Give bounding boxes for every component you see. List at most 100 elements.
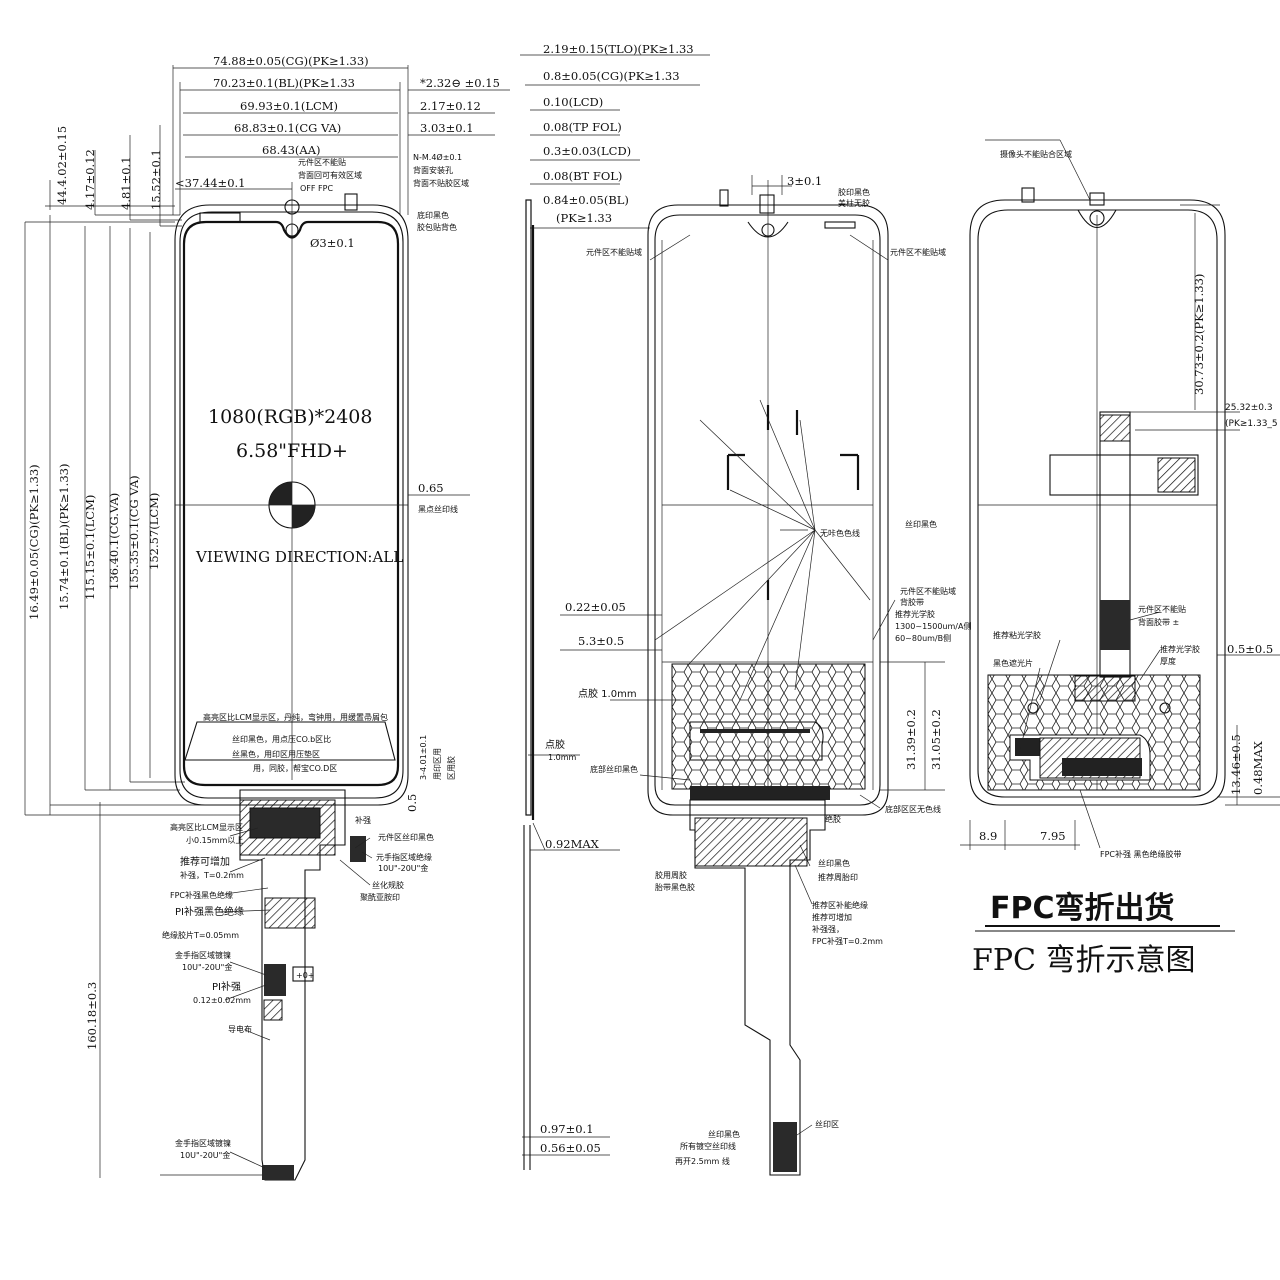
note-top-right-2: 背面安装孔 bbox=[413, 165, 453, 175]
dim-bl-width: 70.23±0.1(BL)(PK≥1.33 bbox=[213, 76, 355, 90]
side-dim-3: 0.08(TP FOL) bbox=[543, 120, 622, 134]
side-dim-6: 0.84±0.05(BL) bbox=[543, 193, 629, 207]
back-dim-53: 5.3±0.5 bbox=[578, 634, 624, 648]
camera-hole-dim: Ø3±0.1 bbox=[310, 236, 355, 250]
folded-dim-89: 8.9 bbox=[979, 829, 997, 843]
back-fpc-right-2: 推荐区补能绝缘 bbox=[812, 900, 868, 910]
back-insulate: 绝胶 bbox=[825, 814, 841, 824]
folded-dim-795: 7.95 bbox=[1040, 829, 1066, 843]
title-fpc-fold-diagram: FPC 弯折示意图 bbox=[972, 943, 1196, 978]
fpc-note-4: FPC补强黑色绝缘 bbox=[170, 890, 233, 900]
folded-label-1: 背面胶带 ± bbox=[1138, 617, 1179, 627]
back-dim-022: 0.22±0.05 bbox=[565, 600, 626, 614]
folded-top-label: 摄像头不能贴合区域 bbox=[1000, 149, 1072, 159]
back-mid-right-4: 60~80um/B侧 bbox=[895, 633, 951, 643]
back-no-comp-left: 元件区不能贴域 bbox=[586, 247, 642, 257]
folded-label-4: 推荐粘光学胶 bbox=[993, 630, 1041, 640]
dim-cgva-height: 155.35±0.1(CG VA) bbox=[127, 475, 141, 590]
fpc-rnote-4: 丝化规胶 bbox=[372, 880, 404, 890]
dim-cg-height: 16.49±0.05(CG)(PK≥1.33) bbox=[27, 464, 41, 620]
note-top-center-3: OFF FPC bbox=[300, 184, 333, 193]
back-tail-1: 所有镀空丝印线 bbox=[680, 1141, 736, 1151]
folded-dim-pk: (PK≥1.33_5 bbox=[1225, 419, 1278, 429]
back-dim-3139: 31.39±0.2 bbox=[904, 709, 918, 770]
dim-right-3: 3.03±0.1 bbox=[420, 121, 474, 135]
note-top-center-2: 背面回可有效区域 bbox=[298, 170, 362, 180]
fpc-rnote-5: 聚酰亚胺印 bbox=[360, 892, 400, 902]
back-mid-right-1: 背胶带 bbox=[900, 597, 924, 607]
folded-label-2: 推荐光学胶 bbox=[1160, 644, 1200, 654]
fpc-mark: +0+ bbox=[296, 971, 315, 980]
folded-label-5: 黑色遮光片 bbox=[993, 658, 1033, 668]
viewing-direction: VIEWING DIRECTION:ALL bbox=[195, 548, 403, 566]
back-fpc-left-0: 胶用周胶 bbox=[655, 870, 687, 880]
right-vert-note-1: 3-4.01±0.1 bbox=[419, 735, 428, 780]
side-dim-2: 0.10(LCD) bbox=[543, 95, 603, 109]
back-fpc-right-3: 推荐可增加 bbox=[812, 912, 852, 922]
side-dim-7: (PK≥1.33 bbox=[556, 211, 612, 225]
back-view: 美柱无胶 7.95 3±0.1 bbox=[560, 174, 971, 1176]
fpc-rnote-0: 补强 bbox=[355, 815, 371, 825]
folded-dim-25: 25.32±0.3 bbox=[1225, 403, 1273, 413]
dim-lcm-width: 69.93±0.1(LCM) bbox=[240, 99, 338, 113]
back-dim-3105: 31.05±0.2 bbox=[929, 709, 943, 770]
back-fpc-left-1: 胎带黑色胶 bbox=[655, 882, 695, 892]
dim-cgva2-height: 136.40.1(CG.VA) bbox=[107, 493, 121, 590]
side-view: 2.19±0.15(TLO)(PK≥1.33 0.8±0.05(CG)(PK≥1… bbox=[520, 42, 710, 1170]
fpc-note-1: 小0.15mm以上 bbox=[186, 836, 243, 845]
folded-bottom-note: FPC补强 黑色绝缘胶带 bbox=[1100, 849, 1182, 859]
fpc-rnote-2: 元手指区域绝缘 bbox=[376, 852, 432, 862]
back-bottom-right: 底部区区无色线 bbox=[885, 804, 941, 814]
dim-lcm2-height: 152.57(LCM) bbox=[147, 493, 161, 570]
back-dim-3: 3±0.1 bbox=[787, 174, 822, 188]
folded-label-0: 元件区不能贴 bbox=[1138, 604, 1186, 614]
back-mid-right-0: 元件区不能贴域 bbox=[900, 586, 956, 596]
dim-right-1: *2.32⊖ ±0.15 bbox=[420, 76, 500, 90]
title-fpc-fold-ship: FPC弯折出货 bbox=[990, 891, 1175, 926]
folded-dim-048: 0.48MAX bbox=[1251, 740, 1265, 795]
fpc-note-9: PI补强 bbox=[212, 980, 241, 993]
fpc-note-6: 绝缘胶片T=0.05mm bbox=[162, 930, 239, 940]
back-fpc-right-0: 丝印黑色 bbox=[818, 858, 850, 868]
dim-fpc-length: 160.18±0.3 bbox=[85, 982, 99, 1050]
dim-left-4: 15.52±0.1 bbox=[149, 149, 163, 210]
fpc-rnote-3: 10U"-20U"金 bbox=[378, 863, 428, 873]
dim-left-1: 44.4.02±0.15 bbox=[55, 126, 69, 205]
black-line-note: 黑点丝印线 bbox=[418, 504, 458, 514]
side-dim-0: 2.19±0.15(TLO)(PK≥1.33 bbox=[543, 42, 694, 56]
side-glue-val: 1.0mm bbox=[548, 753, 577, 762]
back-glue-black-1: 胶印黑色 bbox=[838, 187, 870, 197]
side-dim-5: 0.08(BT FOL) bbox=[543, 169, 622, 183]
side-dim-1: 0.8±0.05(CG)(PK≥1.33 bbox=[543, 69, 680, 83]
fpc-note-12: 金手指区域镀镍 bbox=[175, 1138, 231, 1148]
dim-lcm-height: 115.15±0.1(LCM) bbox=[83, 495, 97, 600]
resolution-text: 1080(RGB)*2408 bbox=[208, 406, 372, 428]
back-fpc-right-5: FPC补强T=0.2mm bbox=[812, 936, 883, 946]
dim-065: 0.65 bbox=[418, 481, 444, 495]
dim-05: 0.5 bbox=[405, 794, 419, 812]
dim-cg-width: 74.88±0.05(CG)(PK≥1.33) bbox=[213, 54, 369, 68]
folded-view: 摄像头不能贴合区域 30.73±0.2(PK≥1.33) 25.32±0.3 (… bbox=[960, 139, 1280, 978]
back-tail-0: 丝印黑色 bbox=[708, 1129, 740, 1139]
back-bottom-silk: 底部丝印黑色 bbox=[590, 764, 638, 774]
fpc-note-11: 导电布 bbox=[228, 1024, 252, 1034]
back-glue: 点胶 1.0mm bbox=[578, 687, 637, 700]
fpc-note-3: 补强，T=0.2mm bbox=[180, 870, 244, 880]
back-silk-area: 丝印区 bbox=[815, 1119, 839, 1129]
right-vert-note-2: 用印区用 bbox=[433, 748, 442, 780]
note-ink-1: 底印黑色 bbox=[417, 210, 449, 220]
back-silk-black: 丝印黑色 bbox=[905, 519, 937, 529]
fpc-note-5: PI补强黑色绝缘 bbox=[175, 905, 244, 918]
bottom-note-4: 用，同胶，帮宝CO.D区 bbox=[253, 763, 337, 773]
fpc-note-8: 10U"-20U"金 bbox=[182, 962, 232, 972]
side-glue-label: 点胶 bbox=[545, 738, 565, 751]
dim-aa-width: 68.43(AA) bbox=[262, 143, 321, 157]
fpc-note-13: 10U"-20U"金 bbox=[180, 1150, 230, 1160]
back-mid-right-3: 1300~1500um/A侧 bbox=[895, 621, 971, 631]
back-mid-right-2: 推荐光学胶 bbox=[895, 609, 935, 619]
back-no-comp-right: 元件区不能贴域 bbox=[890, 247, 946, 257]
side-bottom-dim-1: 0.56±0.05 bbox=[540, 1141, 601, 1155]
dim-cgva-width: 68.83±0.1(CG VA) bbox=[234, 121, 341, 135]
fpc-note-2: 推荐可增加 bbox=[180, 855, 230, 868]
dim-bl-height: 15.74±0.1(BL)(PK≥1.33) bbox=[57, 464, 71, 610]
